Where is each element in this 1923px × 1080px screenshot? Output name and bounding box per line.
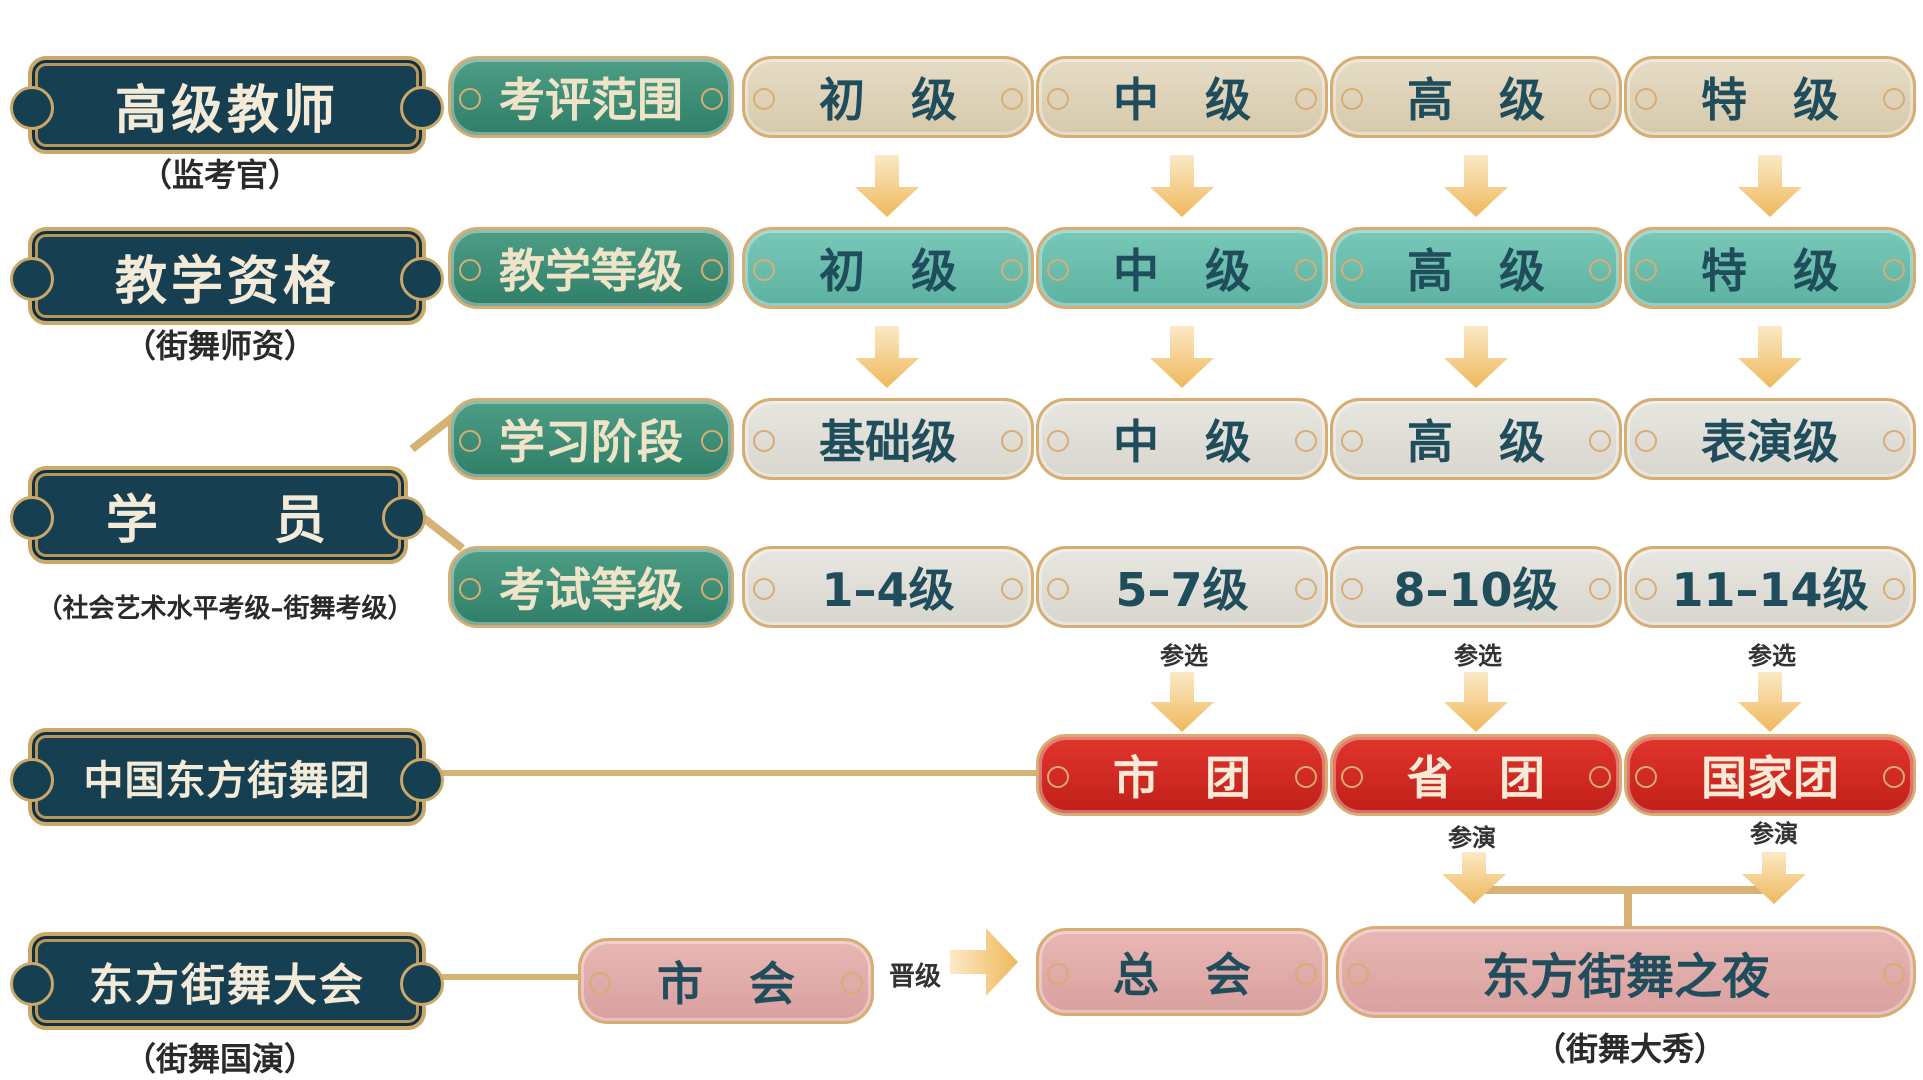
stage-head: 学习阶段 xyxy=(448,398,734,480)
teacher-cell: 中 级 xyxy=(1036,56,1328,138)
right-arrow xyxy=(950,928,1018,996)
assembly-plaque: 东方街舞大会 xyxy=(10,932,444,1030)
down-arrow xyxy=(1444,672,1508,732)
merge-line-vertical xyxy=(1624,886,1632,926)
troupe-cell: 国家团 xyxy=(1624,734,1916,816)
night-subtitle: （街舞大秀） xyxy=(1533,1030,1726,1068)
qualification-title: 教学资格 xyxy=(114,251,339,312)
stage-cell: 高 级 xyxy=(1330,398,1622,480)
city-assembly: 市 会 xyxy=(578,938,874,1024)
down-arrow xyxy=(1738,326,1802,388)
teacher-cell: 初 级 xyxy=(742,56,1034,138)
stage-cell: 表演级 xyxy=(1624,398,1916,480)
general-assembly: 总 会 xyxy=(1036,928,1328,1016)
teacher-head: 考评范围 xyxy=(448,56,734,138)
assembly-subtitle: （街舞国演） xyxy=(123,1040,316,1078)
down-arrow xyxy=(1738,672,1802,732)
down-arrow xyxy=(1150,672,1214,732)
select-note: 参选 xyxy=(1454,642,1502,670)
stage-cell: 基础级 xyxy=(742,398,1034,480)
troupe-cell: 省 团 xyxy=(1330,734,1622,816)
down-arrow xyxy=(1444,326,1508,388)
exam-cell: 1–4级 xyxy=(742,546,1034,628)
down-arrow xyxy=(1742,852,1806,904)
qualification-plaque: 教学资格 xyxy=(10,227,444,325)
assembly-title: 东方街舞大会 xyxy=(89,960,365,1011)
qualification-cell: 中 级 xyxy=(1036,227,1328,309)
down-arrow xyxy=(855,326,919,388)
select-note: 参选 xyxy=(1748,642,1796,670)
troupe-plaque: 中国东方街舞团 xyxy=(10,728,444,826)
troupe-title: 中国东方街舞团 xyxy=(83,758,371,804)
perform-note: 参演 xyxy=(1448,824,1496,852)
select-note: 参选 xyxy=(1160,642,1208,670)
troupe-line xyxy=(420,770,1040,776)
student-title: 学 员 xyxy=(105,490,330,551)
down-arrow xyxy=(1150,326,1214,388)
down-arrow xyxy=(1738,155,1802,217)
troupe-cell: 市 团 xyxy=(1036,734,1328,816)
exam-cell: 8–10级 xyxy=(1330,546,1622,628)
teacher-cell: 特 级 xyxy=(1624,56,1916,138)
teacher-title: 高级教师 xyxy=(114,80,339,141)
perform-note: 参演 xyxy=(1750,820,1798,848)
promote-label: 晋级 xyxy=(888,962,941,992)
down-arrow xyxy=(855,155,919,217)
qualification-cell: 初 级 xyxy=(742,227,1034,309)
teacher-cell: 高 级 xyxy=(1330,56,1622,138)
student-plaque: 学 员 xyxy=(10,466,426,564)
qualification-cell: 高 级 xyxy=(1330,227,1622,309)
teacher-subtitle: （监考官） xyxy=(139,156,300,194)
qualification-cell: 特 级 xyxy=(1624,227,1916,309)
qualification-subtitle: （街舞师资） xyxy=(123,327,316,365)
assembly-line xyxy=(420,974,580,980)
student-subtitle: （社会艺术水平考级–街舞考级） xyxy=(36,594,414,624)
exam-head: 考试等级 xyxy=(448,546,734,628)
qualification-head: 教学等级 xyxy=(448,227,734,309)
down-arrow xyxy=(1442,852,1506,904)
stage-cell: 中 级 xyxy=(1036,398,1328,480)
down-arrow xyxy=(1150,155,1214,217)
exam-cell: 11–14级 xyxy=(1624,546,1916,628)
down-arrow xyxy=(1444,155,1508,217)
night-show: 东方街舞之夜 xyxy=(1336,926,1916,1018)
exam-cell: 5–7级 xyxy=(1036,546,1328,628)
teacher-plaque: 高级教师 xyxy=(10,56,444,154)
